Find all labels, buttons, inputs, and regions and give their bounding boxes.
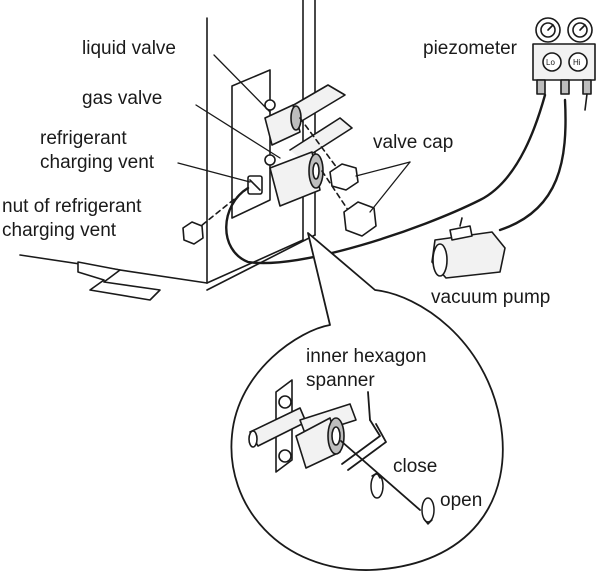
gas-valve-body	[269, 151, 324, 207]
charging-vent	[247, 175, 263, 195]
label-vacuum-pump: vacuum pump	[431, 287, 551, 308]
gauge-low-label: Lo	[546, 58, 555, 67]
vacuum-pump-illustration	[431, 217, 506, 279]
label-piezometer: piezometer	[423, 38, 517, 59]
label-nut-of-refrigerant: nut of refrigerant	[2, 196, 142, 217]
liquid-valve-body	[264, 104, 302, 146]
charging-hose	[225, 93, 567, 265]
label-liquid-valve: liquid valve	[82, 38, 176, 59]
rotation-arrows	[370, 472, 435, 525]
gauge-manifold: Lo Hi	[532, 17, 596, 111]
label-gas-valve: gas valve	[82, 88, 163, 109]
magnifier-callout	[230, 232, 504, 571]
label-close: close	[393, 456, 438, 477]
label-spanner: spanner	[306, 370, 375, 391]
valve-caps	[329, 163, 377, 237]
magnified-valve	[248, 379, 357, 473]
label-valve-cap: valve cap	[373, 132, 454, 153]
label-open: open	[440, 490, 483, 511]
label-inner-hexagon: inner hexagon	[306, 346, 427, 367]
label-nut-charging-vent: charging vent	[2, 220, 117, 241]
label-refrigerant: refrigerant	[40, 128, 127, 149]
label-charging-vent: charging vent	[40, 152, 155, 173]
leader-lines	[177, 54, 411, 213]
charging-vent-nut	[182, 221, 204, 245]
gauge-high-label: Hi	[573, 58, 581, 67]
